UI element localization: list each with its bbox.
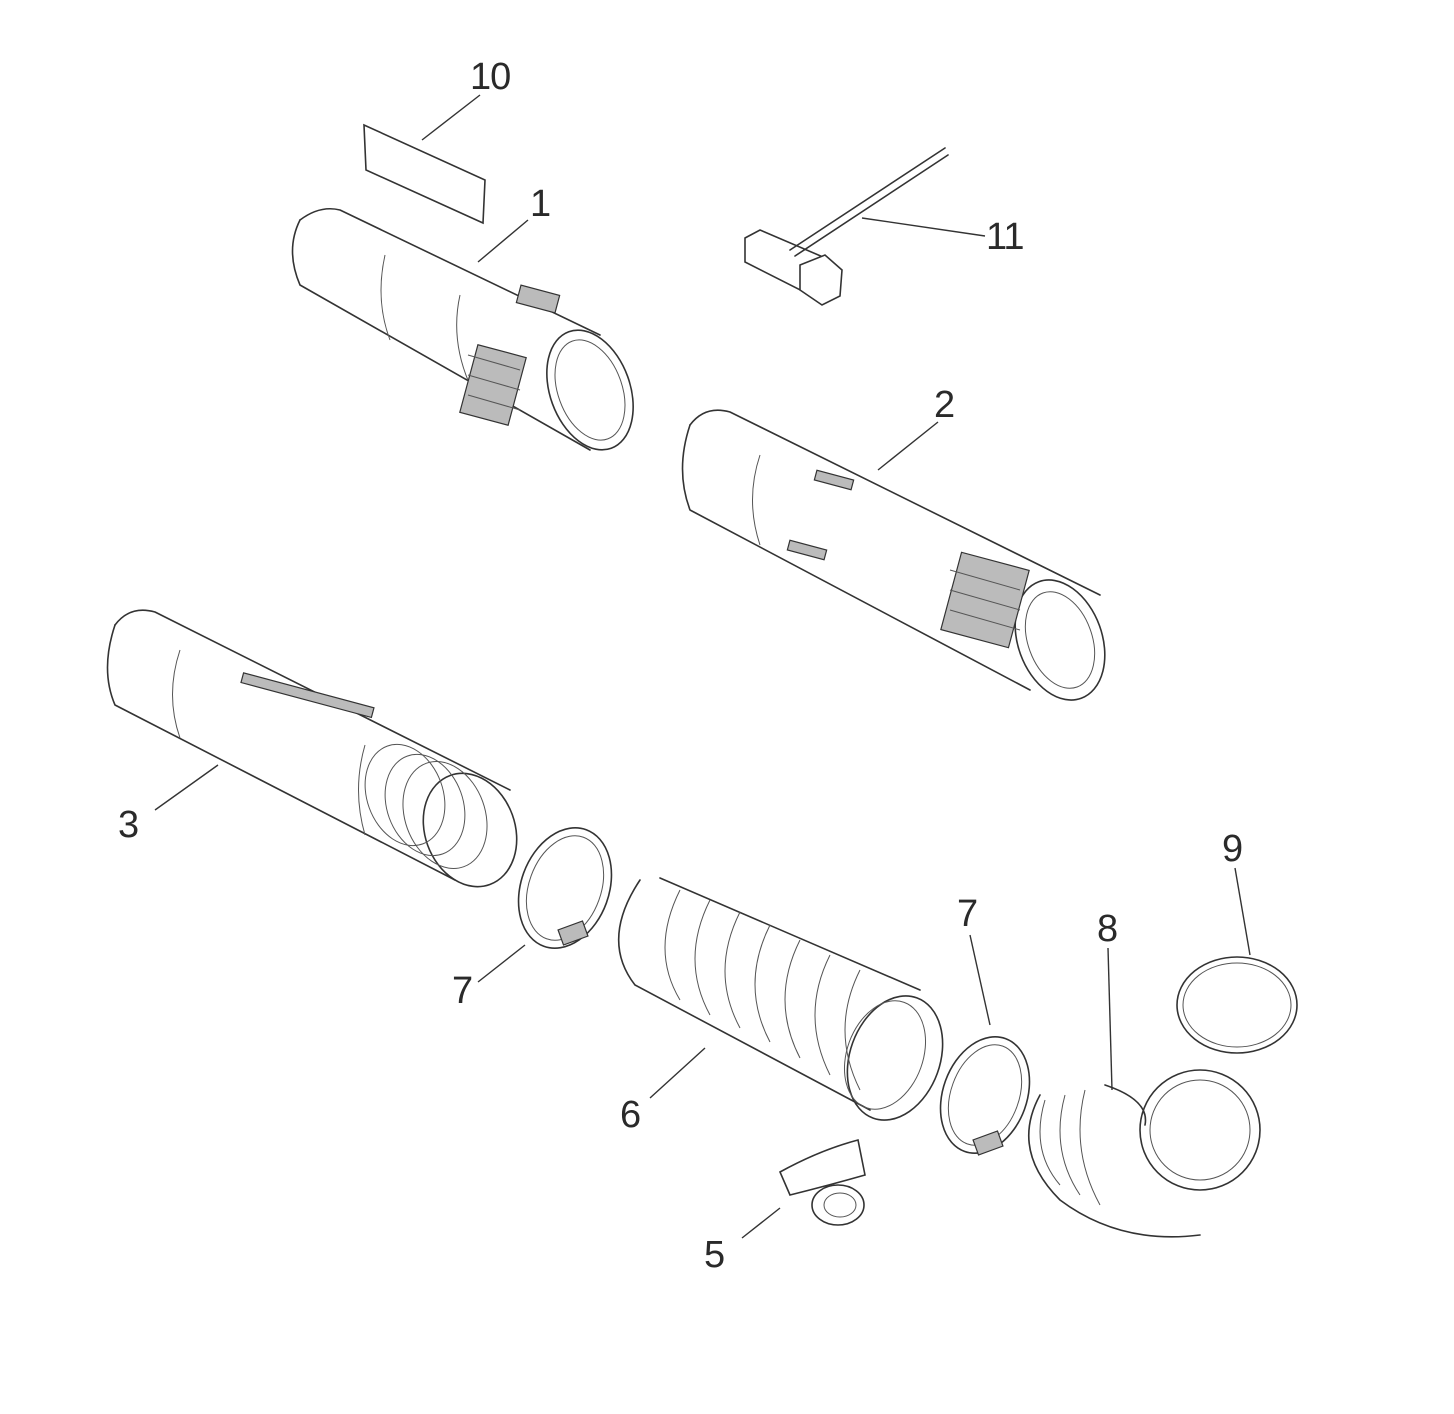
callout-8: 8 [1097,908,1118,950]
part-1-tube [291,207,634,451]
callout-3: 3 [118,804,139,846]
callout-7-right: 7 [957,893,978,935]
part-8-elbow [1028,947,1261,1238]
part-10-label [363,94,486,225]
part-6-flex-hose [617,877,944,1121]
callout-10: 10 [470,56,511,98]
callout-5: 5 [704,1234,725,1276]
part-11-wrench [744,147,986,306]
callout-1: 1 [530,183,551,225]
callout-11: 11 [986,216,1024,258]
part-5-clip [741,1139,866,1239]
part-3-tube [106,609,518,888]
part-2-tube [681,409,1106,701]
part-9-ring [1176,867,1298,1054]
part-7-clamp-left [477,827,613,983]
part-7-clamp-right [939,934,1031,1156]
callout-6: 6 [620,1094,641,1136]
callout-7-left: 7 [452,970,473,1012]
callout-2: 2 [934,384,955,426]
callout-9: 9 [1222,828,1243,870]
